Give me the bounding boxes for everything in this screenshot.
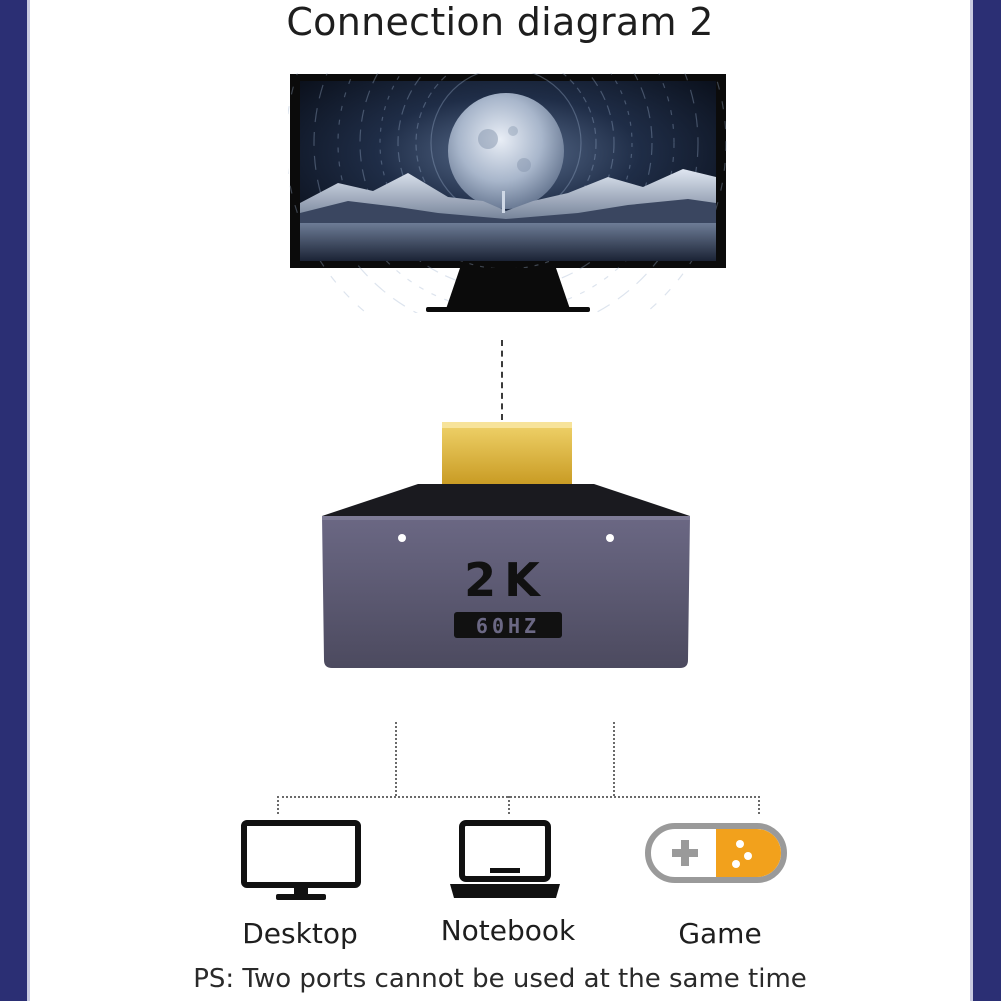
desktop-device bbox=[238, 820, 364, 904]
adapter-refresh-label: 60HZ bbox=[476, 614, 540, 638]
game-device bbox=[644, 822, 788, 884]
right-border-bar bbox=[970, 0, 1001, 1001]
notebook-device bbox=[446, 820, 564, 904]
notebook-label: Notebook bbox=[440, 914, 576, 947]
output-line-1 bbox=[395, 722, 397, 796]
monitor-illustration bbox=[285, 0, 728, 364]
hdmi-splitter-adapter: 2K 60HZ bbox=[318, 420, 694, 676]
desktop-label: Desktop bbox=[242, 917, 358, 950]
branch-drop-game bbox=[758, 796, 760, 814]
connection-line-monitor bbox=[501, 340, 503, 420]
device-branch-line bbox=[277, 796, 760, 798]
left-border-bar bbox=[0, 0, 30, 1001]
game-controller-icon bbox=[645, 823, 787, 883]
game-label: Game bbox=[678, 917, 762, 950]
laptop-icon bbox=[450, 820, 560, 898]
branch-drop-notebook bbox=[508, 796, 510, 814]
footnote: PS: Two ports cannot be used at the same… bbox=[193, 964, 807, 994]
output-line-2 bbox=[613, 722, 615, 796]
desktop-monitor-icon bbox=[241, 820, 361, 900]
branch-drop-desktop bbox=[277, 796, 279, 814]
adapter-resolution-label: 2K bbox=[464, 553, 548, 607]
diagram-title: Connection diagram 2 bbox=[286, 0, 714, 44]
